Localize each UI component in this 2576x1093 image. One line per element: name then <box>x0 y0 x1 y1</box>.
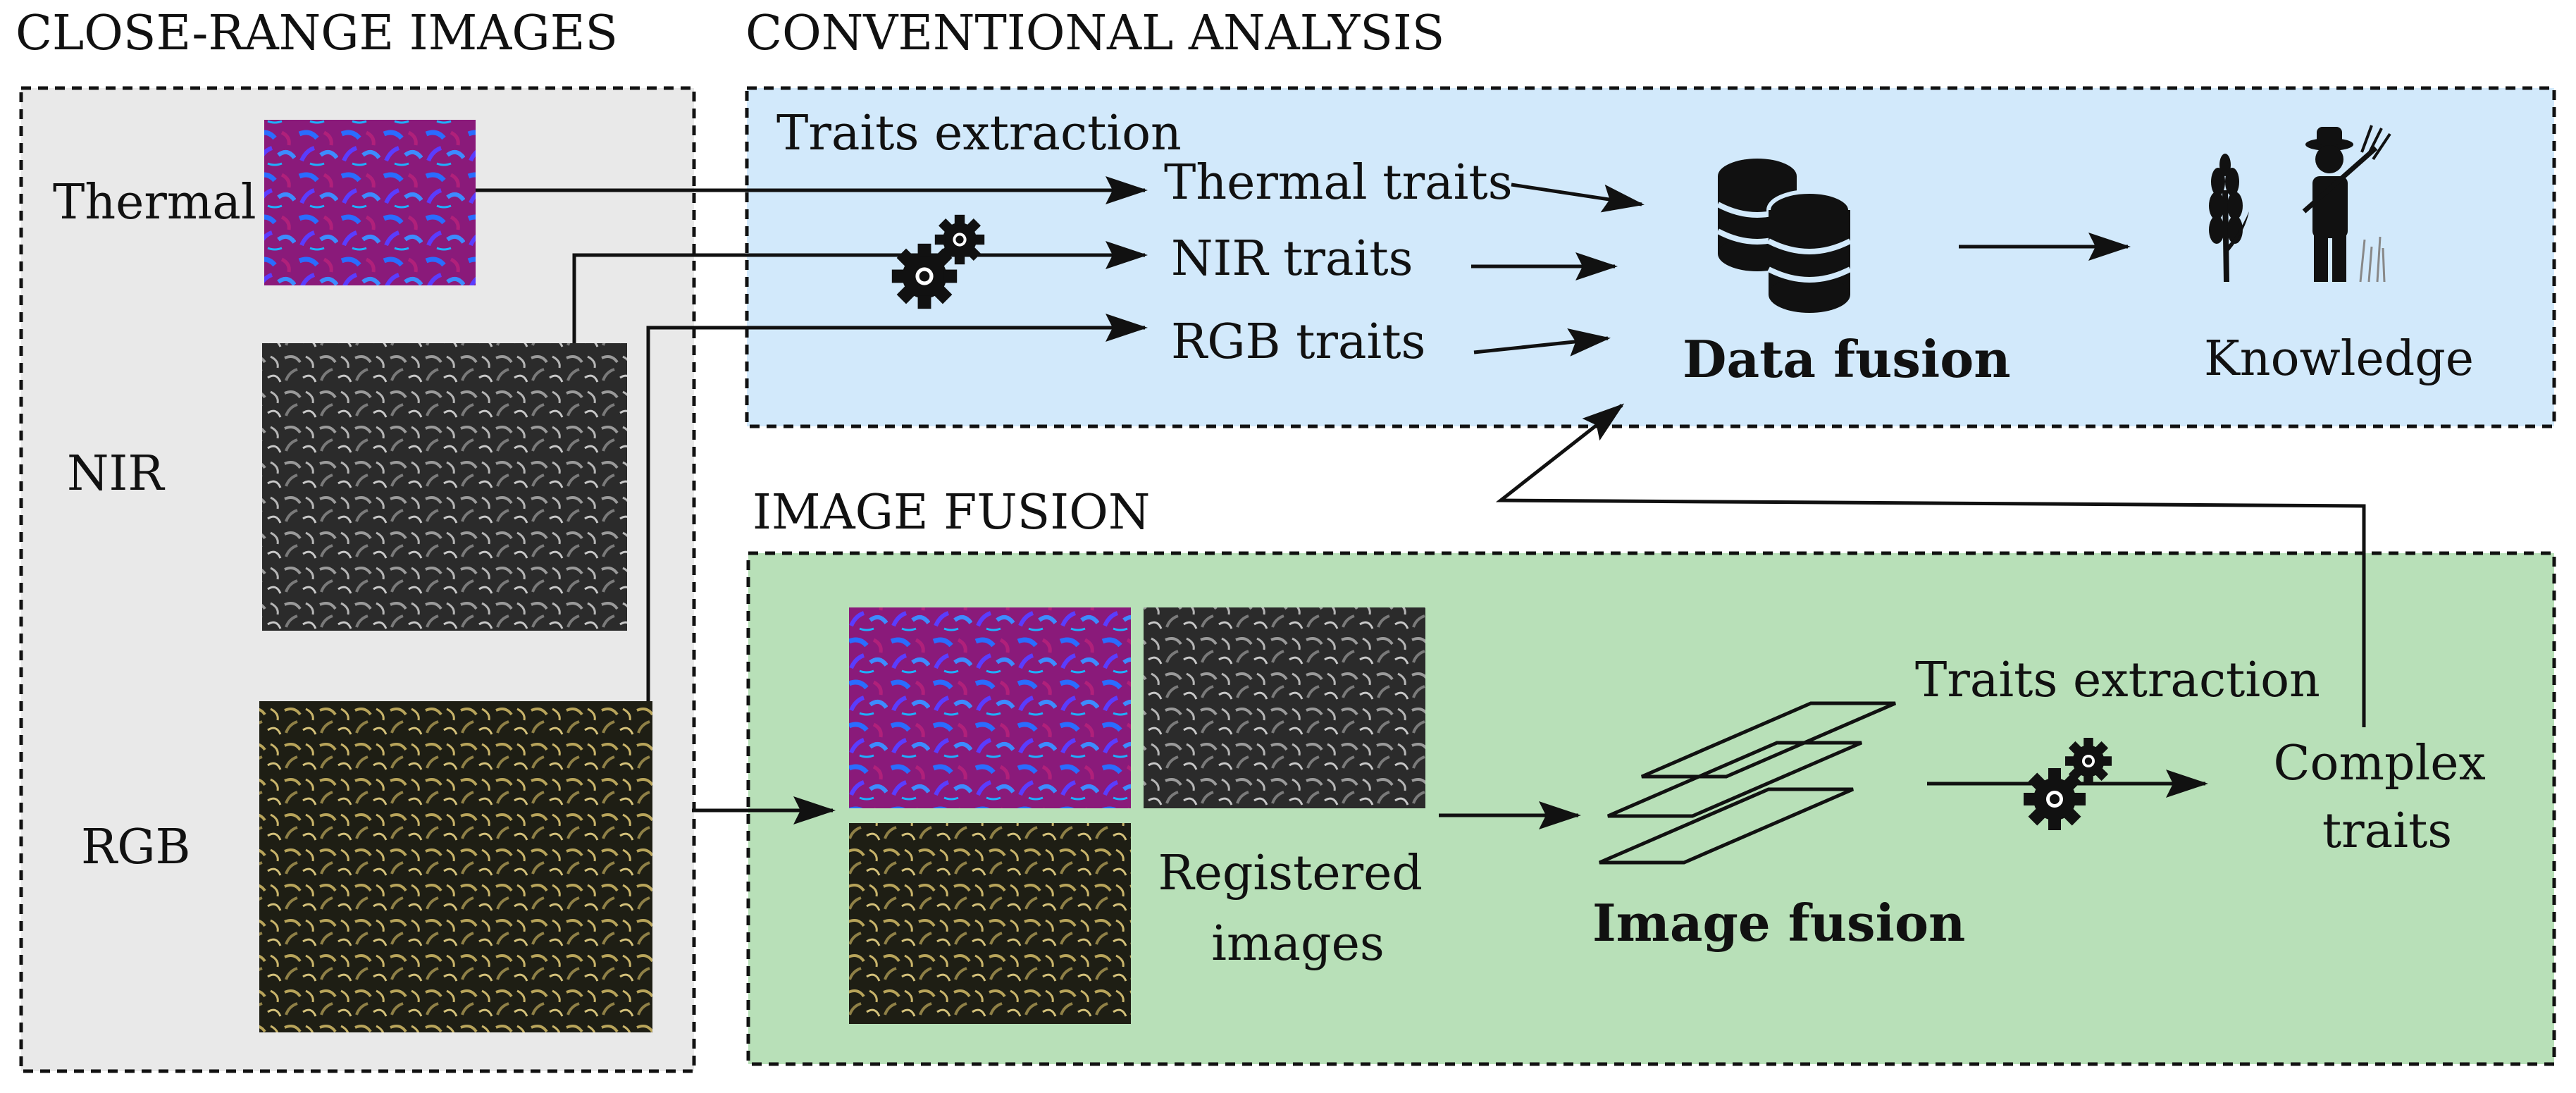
heading-conventional: CONVENTIONAL ANALYSIS <box>745 6 1444 61</box>
heading-image-fusion: IMAGE FUSION <box>753 485 1150 541</box>
thermal-image <box>264 120 476 285</box>
registered-thermal-image <box>849 607 1131 808</box>
gear-icon <box>934 214 985 265</box>
conventional-panel <box>745 86 2556 428</box>
image-fusion-label: Image fusion <box>1592 893 1965 953</box>
thermal-traits-label: Thermal traits <box>1164 155 1513 211</box>
farmer-icon <box>2302 125 2391 283</box>
gear-icon <box>2065 738 2112 784</box>
database-icon <box>1716 159 1852 313</box>
data-fusion-label: Data fusion <box>1683 329 2011 389</box>
registered-rgb-image <box>849 823 1131 1024</box>
knowledge-label: Knowledge <box>2204 331 2474 387</box>
fusion-traits-extraction-label: Traits extraction <box>1915 653 2320 708</box>
conventional-traits-extraction-label: Traits extraction <box>776 106 1182 161</box>
arrow-complex-to-datafusion <box>1495 403 2366 727</box>
arrow-rgb-to-traits <box>646 314 1148 701</box>
rgb-traits-label: RGB traits <box>1171 314 1425 370</box>
heading-close-range: CLOSE-RANGE IMAGES <box>16 6 618 61</box>
connectors <box>476 176 2366 829</box>
rgb-label: RGB <box>81 820 191 875</box>
arrow-nir-to-traits <box>572 241 1148 343</box>
arrow-rgb-traits-to-fusion <box>1473 328 1611 357</box>
nir-image <box>262 343 627 631</box>
thermal-label: Thermal <box>53 175 256 230</box>
complex-traits-label: Complex traits <box>2274 736 2501 859</box>
nir-traits-label: NIR traits <box>1171 231 1413 287</box>
wheat-icon <box>2209 154 2249 283</box>
rgb-image <box>259 701 652 1032</box>
arrow-thermal-traits-to-fusion <box>1511 183 1645 213</box>
registered-images-label: Registered images <box>1158 846 1437 972</box>
registered-nir-image <box>1144 607 1425 808</box>
nir-label: NIR <box>67 446 165 502</box>
layers-icon <box>1599 701 1896 865</box>
